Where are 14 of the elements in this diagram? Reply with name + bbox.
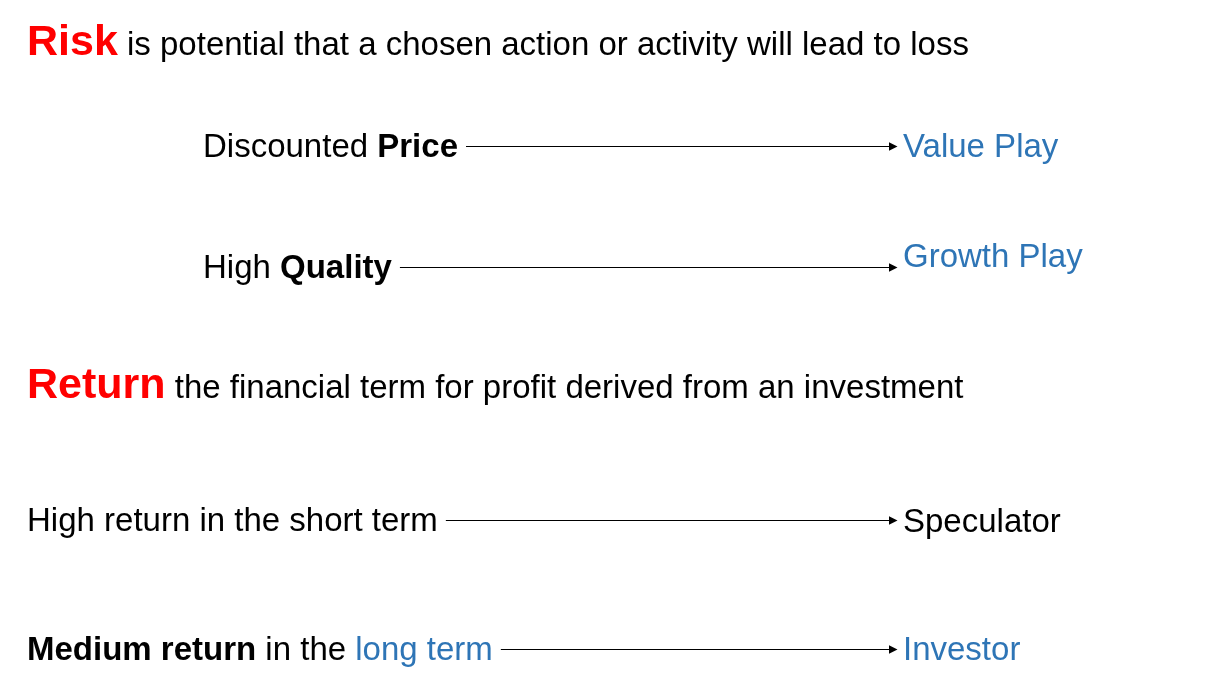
concept-label: Discounted Price bbox=[203, 126, 458, 166]
arrow bbox=[399, 263, 898, 272]
outcome-label: Value Play bbox=[903, 126, 1059, 166]
concept-label: Medium return in the long term bbox=[27, 629, 493, 669]
concept-label: High Quality bbox=[203, 247, 392, 287]
arrow bbox=[465, 142, 898, 151]
outcome-label: Investor bbox=[903, 629, 1021, 669]
definition-heading: Risk is potential that a chosen action or activity will lead to loss bbox=[27, 15, 969, 66]
concept-label: High return in the short term bbox=[27, 500, 438, 540]
definition-heading: Return the financial term for profit derived from an investment bbox=[27, 358, 964, 409]
outcome-label: Speculator bbox=[903, 501, 1061, 541]
outcome-label: Growth Play bbox=[903, 236, 1083, 276]
arrow bbox=[500, 645, 898, 654]
arrow bbox=[445, 516, 898, 525]
